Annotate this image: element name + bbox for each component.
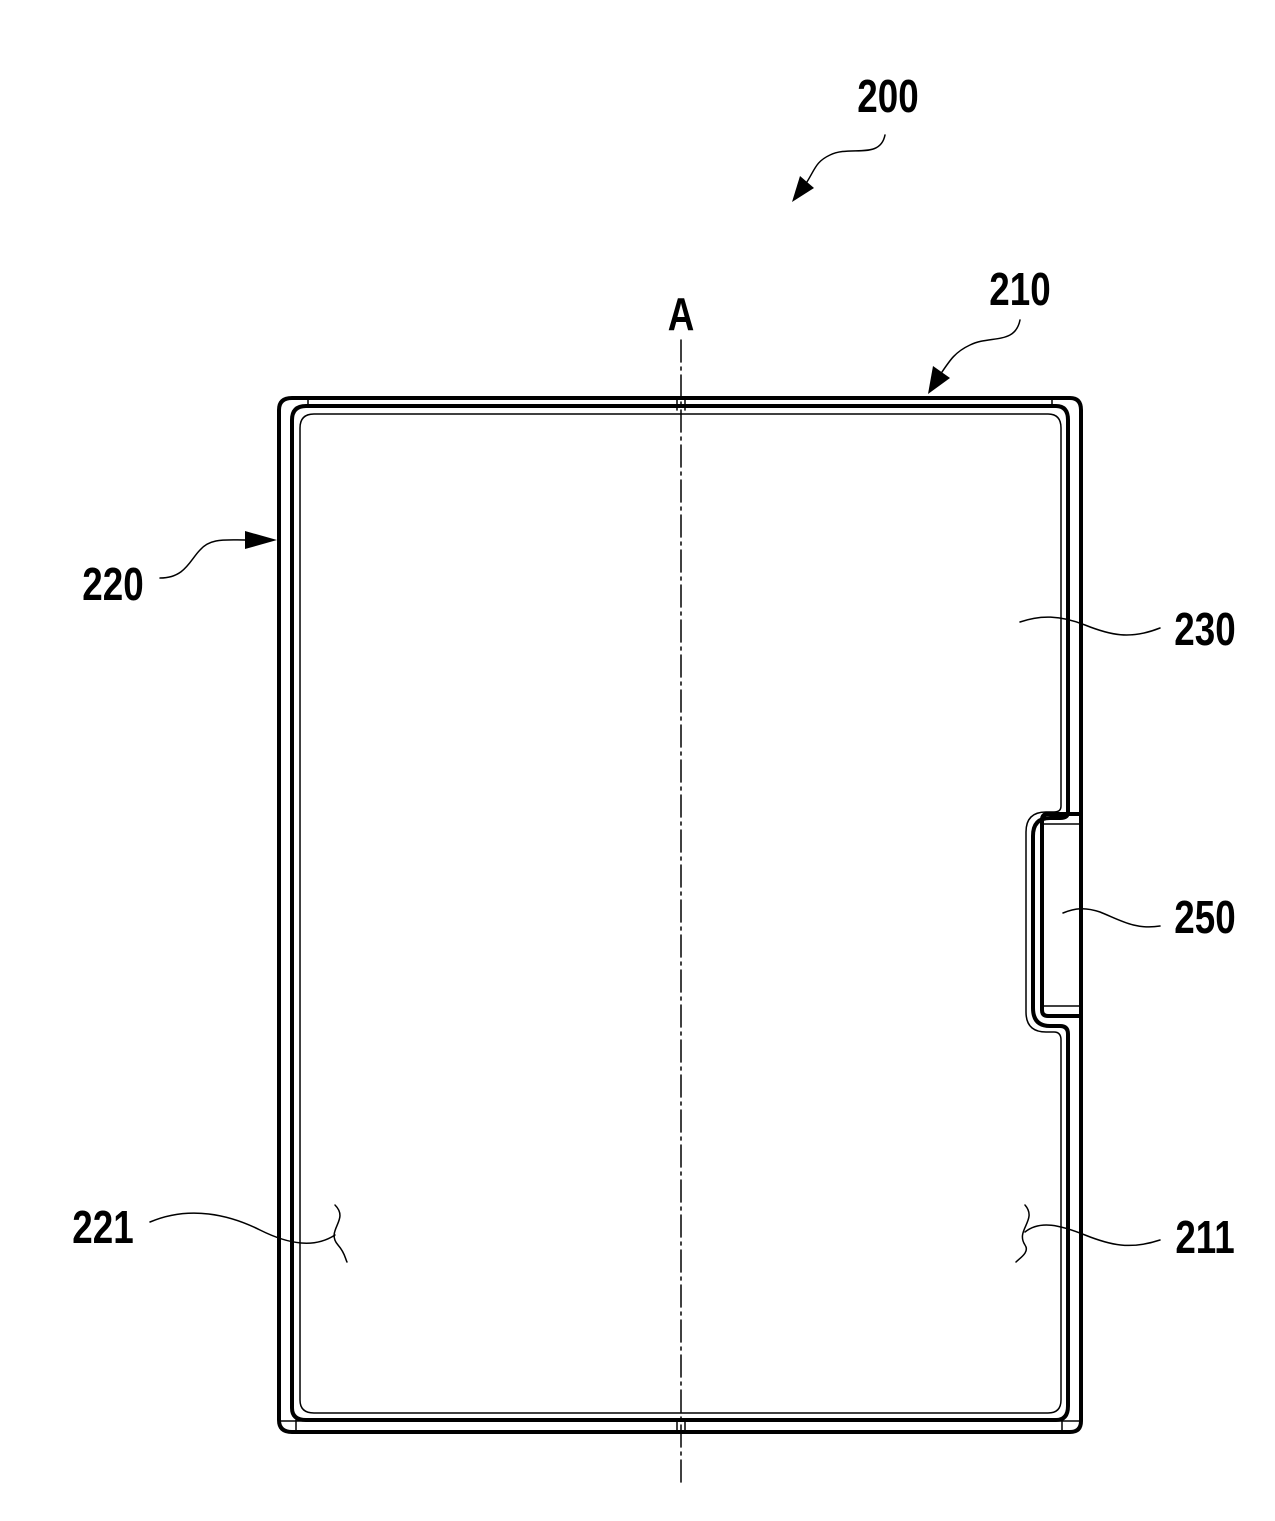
arrowhead-200 xyxy=(792,176,814,202)
label-211: 211 xyxy=(1175,1211,1234,1263)
module-box xyxy=(1040,812,1082,1018)
label-221: 221 xyxy=(72,1201,133,1253)
display-outline xyxy=(299,413,1062,1414)
label-210: 210 xyxy=(989,263,1050,315)
arrowhead-210 xyxy=(928,366,950,394)
leader-221 xyxy=(149,1212,336,1244)
label-axis-a: A xyxy=(668,288,695,340)
leader-210 xyxy=(939,319,1021,376)
label-230: 230 xyxy=(1174,603,1235,655)
arrowhead-220 xyxy=(245,531,277,549)
label-200: 200 xyxy=(857,70,918,122)
leader-230 xyxy=(1019,616,1161,636)
leader-200 xyxy=(804,134,886,186)
label-250: 250 xyxy=(1174,891,1235,943)
leader-220 xyxy=(159,539,246,579)
leader-250 xyxy=(1062,908,1161,928)
outer-frame xyxy=(277,396,1083,1434)
label-220: 220 xyxy=(82,558,143,610)
inner-frame xyxy=(290,404,1070,1422)
leader-211 xyxy=(1024,1224,1161,1247)
